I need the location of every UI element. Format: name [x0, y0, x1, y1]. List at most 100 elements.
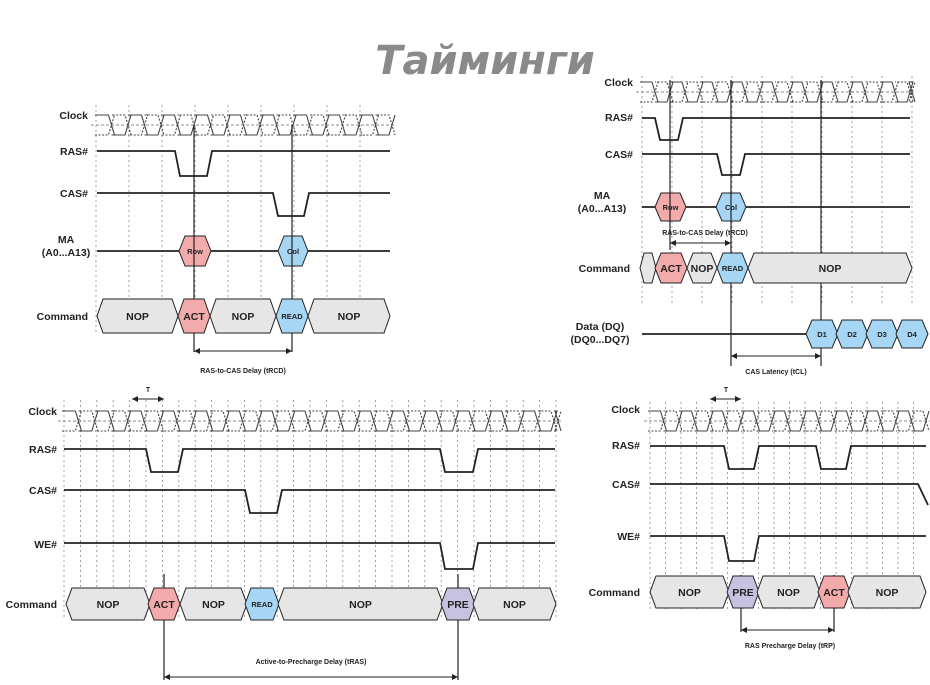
- trcd-interval-label: RAS-to-CAS Delay (tRCD): [200, 368, 286, 375]
- tcl-cmd-3-label: NOP: [819, 263, 842, 275]
- tras-cmd-3-label: READ: [251, 600, 273, 609]
- arrow-head-icon: [670, 240, 676, 246]
- clock-trace: [648, 410, 930, 432]
- trp-cas-label: CAS#: [612, 479, 640, 491]
- arrow-head-icon: [710, 396, 716, 402]
- clock-trace: [640, 81, 916, 103]
- tcl-tcl-arrow: [731, 353, 821, 359]
- tras-cmd-2-label: NOP: [202, 599, 225, 611]
- trp-ras-signal: [650, 445, 926, 470]
- arrow-head-icon: [286, 348, 292, 354]
- tras-cmd-6-box: [472, 587, 557, 621]
- trcd-addr-row-box: [178, 235, 212, 267]
- trp-cmd-2-label: NOP: [777, 587, 800, 599]
- tcl-trcd-label: RAS-to-CAS Delay (tRCD): [662, 230, 748, 237]
- arrow-head-icon: [735, 396, 741, 402]
- trcd-clock-signal: [91, 114, 396, 136]
- trp-cmd-3-label: ACT: [823, 587, 845, 599]
- trp-cmd-4-label: NOP: [876, 587, 899, 599]
- trcd-addr-col-box: [277, 235, 309, 267]
- arrow-head-icon: [828, 627, 834, 633]
- tcl-cas-signal: [642, 153, 910, 176]
- trcd-command-label: Command: [37, 311, 88, 323]
- trcd-cas-label: CAS#: [60, 188, 88, 200]
- clock-trace-inverted: [648, 410, 930, 432]
- clock-trace-inverted: [640, 81, 916, 103]
- tcl-cmd-0-label: ACT: [660, 263, 682, 275]
- tras-cmd-4-label: NOP: [349, 599, 372, 611]
- trp-period-label: T: [724, 387, 729, 394]
- trcd-cmd-4-box: [307, 298, 391, 334]
- tcl-data-1-label: D2: [847, 330, 857, 339]
- grid-layer: [63, 76, 914, 620]
- trcd-cmd-3-label: READ: [281, 312, 303, 321]
- tcl-cmd-3-box: [747, 252, 913, 284]
- tras-cmd-6-label: NOP: [503, 599, 526, 611]
- trp-cmd-1-label: PRE: [732, 587, 754, 599]
- arrow-head-icon: [194, 348, 200, 354]
- tras-ras-label: RAS#: [29, 444, 57, 456]
- tras-we-label: WE#: [34, 539, 57, 551]
- trcd-cmd-1-label: ACT: [183, 311, 205, 323]
- tcl-cmd-2-label: READ: [722, 264, 744, 273]
- tcl-data-label: Data (DQ): [576, 321, 624, 333]
- page-title: Тайминги: [375, 38, 595, 84]
- arrow-head-icon: [741, 627, 747, 633]
- trcd-cas-signal: [97, 192, 390, 217]
- arrow-head-icon: [452, 674, 458, 680]
- tcl-data-0-label: D1: [817, 330, 827, 339]
- trp-cas-signal: [650, 483, 929, 506]
- trcd-cmd-2-label: NOP: [232, 311, 255, 323]
- trp-clock-label: Clock: [611, 404, 640, 416]
- trp-clock-signal: [644, 410, 930, 432]
- trcd-cmd-0-label: NOP: [126, 311, 149, 323]
- tcl-tcl-label: CAS Latency (tCL): [745, 369, 806, 376]
- tcl-data-3-box: [895, 319, 929, 349]
- tcl-command-label: Command: [579, 263, 630, 275]
- arrow-head-icon: [815, 353, 821, 359]
- clock-trace: [95, 114, 396, 136]
- tras-cmd-0-label: NOP: [97, 599, 120, 611]
- arrow-head-icon: [158, 396, 164, 402]
- trp-cmd-4-box: [847, 575, 927, 609]
- tras-we-signal: [64, 542, 555, 570]
- tras-clock-signal: [58, 410, 562, 432]
- trp-we-signal: [650, 535, 926, 562]
- tras-interval-label: Active-to-Precharge Delay (tRAS): [256, 659, 367, 666]
- arrow-head-icon: [731, 353, 737, 359]
- tras-period-arrow: [132, 396, 164, 402]
- trp-we-label: WE#: [617, 531, 640, 543]
- tcl-data-range-label: (DQ0...DQ7): [571, 334, 630, 346]
- tcl-ras-label: RAS#: [605, 112, 633, 124]
- tras-cas-label: CAS#: [29, 485, 57, 497]
- trp-interval-arrow: [741, 627, 834, 633]
- tras-ras-signal: [64, 448, 555, 473]
- tcl-clock-label: Clock: [604, 77, 633, 89]
- trcd-cmd-4-label: NOP: [338, 311, 361, 323]
- tras-period-label: T: [146, 387, 151, 394]
- trcd-addr-col-label: Col: [287, 247, 299, 256]
- trcd-interval-arrow: [194, 348, 292, 354]
- tras-command-label: Command: [6, 599, 57, 611]
- tcl-ras-signal: [642, 117, 910, 141]
- clock-trace-inverted: [95, 114, 396, 136]
- clock-trace: [62, 410, 562, 432]
- tcl-trcd-arrow: [670, 240, 731, 246]
- tras-clock-label: Clock: [28, 406, 57, 418]
- trp-period-arrow: [710, 396, 741, 402]
- tras-cmd-5-label: PRE: [447, 599, 469, 611]
- trcd-addr-row-label: Row: [187, 247, 203, 256]
- trcd-ras-signal: [97, 150, 390, 177]
- tcl-ma-label: MA: [594, 190, 611, 202]
- trp-ras-label: RAS#: [612, 440, 640, 452]
- trcd-ma-range-label: (A0...A13): [42, 247, 90, 259]
- tras-cmd-1-label: ACT: [153, 599, 175, 611]
- tcl-cmd-1-label: NOP: [691, 263, 714, 275]
- tcl-cas-label: CAS#: [605, 149, 633, 161]
- tras-interval-arrow: [164, 674, 458, 680]
- tcl-data-2-label: D3: [877, 330, 887, 339]
- tcl-cmd-lead-box: [639, 252, 657, 284]
- trp-cmd-0-label: NOP: [678, 587, 701, 599]
